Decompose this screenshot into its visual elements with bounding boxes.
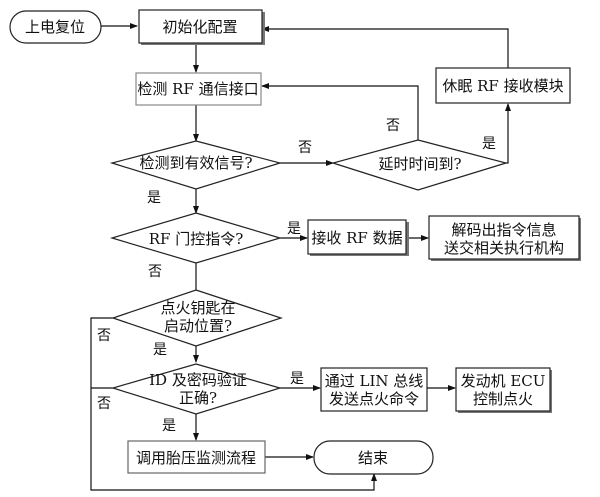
decision-key-position-line1: 点火钥匙在 [160, 299, 235, 317]
node-engine-ecu: 发动机 ECU 控制点火 [455, 367, 552, 413]
decision-rf-door: RF 门控指令? [109, 212, 283, 264]
decision-rf-door-label: RF 门控指令? [149, 230, 244, 248]
node-detect-rf-label: 检测 RF 通信接口 [137, 80, 258, 98]
label-id-yes-down: 是 [162, 418, 176, 434]
node-sleep-rf-label: 休眠 RF 接收模块 [442, 77, 563, 95]
edge-sleep-to-init [261, 26, 509, 68]
decision-valid-signal: 检测到有效信号? [109, 140, 283, 190]
node-decode-label-line2: 送交相关执行机构 [444, 239, 564, 257]
node-engine-ecu-line2: 控制点火 [473, 390, 533, 408]
edge-labels: 否 否 是 是 是 否 否 是 是 否 是 [97, 118, 496, 434]
label-key-no: 否 [97, 328, 111, 344]
node-init-config: 初始化配置 [138, 9, 265, 45]
edge-delay-no-to-detect [261, 83, 419, 140]
node-lin-command: 通过 LIN 总线 发送点火命令 [320, 367, 428, 412]
decision-id-check-line2: 正确? [179, 389, 217, 407]
node-lin-command-line2: 发送点火命令 [329, 390, 419, 408]
decision-delay-timeout-label: 延时时间到? [378, 155, 461, 173]
decision-key-position: 点火钥匙在 启动位置? [111, 289, 283, 347]
edge-delay-yes-to-sleep [505, 103, 511, 164]
decision-id-check: ID 及密码验证 正确? [110, 363, 283, 415]
edge-key-no-to-end [90, 317, 377, 491]
decision-valid-signal-label: 检测到有效信号? [139, 154, 252, 172]
label-delay-no: 否 [386, 118, 400, 134]
label-id-yes: 是 [290, 371, 304, 387]
decision-delay-timeout: 延时时间到? [330, 139, 509, 191]
label-id-no: 否 [97, 396, 111, 412]
node-init-config-label: 初始化配置 [162, 18, 237, 36]
node-power-reset: 上电复位 [9, 10, 102, 44]
node-decode: 解码出指令信息 送交相关执行机构 [428, 215, 581, 261]
label-delay-yes: 是 [482, 136, 496, 152]
node-power-reset-label: 上电复位 [25, 18, 85, 36]
label-valid-yes: 是 [147, 190, 161, 206]
label-key-yes: 是 [153, 342, 167, 358]
node-receive-rf-label: 接收 RF 数据 [311, 229, 402, 247]
node-receive-rf: 接收 RF 数据 [307, 219, 409, 256]
connectors [90, 23, 511, 491]
node-sleep-rf: 休眠 RF 接收模块 [435, 67, 571, 104]
label-door-yes: 是 [287, 221, 301, 237]
node-tpms-label: 调用胎压监测流程 [136, 449, 256, 467]
node-detect-rf: 检测 RF 通信接口 [135, 72, 262, 106]
label-valid-no: 否 [298, 140, 312, 156]
node-decode-label-line1: 解码出指令信息 [451, 221, 556, 239]
decision-key-position-line2: 启动位置? [164, 317, 232, 335]
label-door-no: 否 [148, 264, 162, 280]
node-tpms: 调用胎压监测流程 [127, 440, 266, 474]
decision-id-check-line1: ID 及密码验证 [149, 371, 247, 389]
node-engine-ecu-line1: 发动机 ECU [461, 372, 546, 390]
node-end: 结束 [313, 440, 434, 475]
node-end-label: 结束 [358, 449, 388, 467]
node-lin-command-line1: 通过 LIN 总线 [325, 372, 424, 390]
